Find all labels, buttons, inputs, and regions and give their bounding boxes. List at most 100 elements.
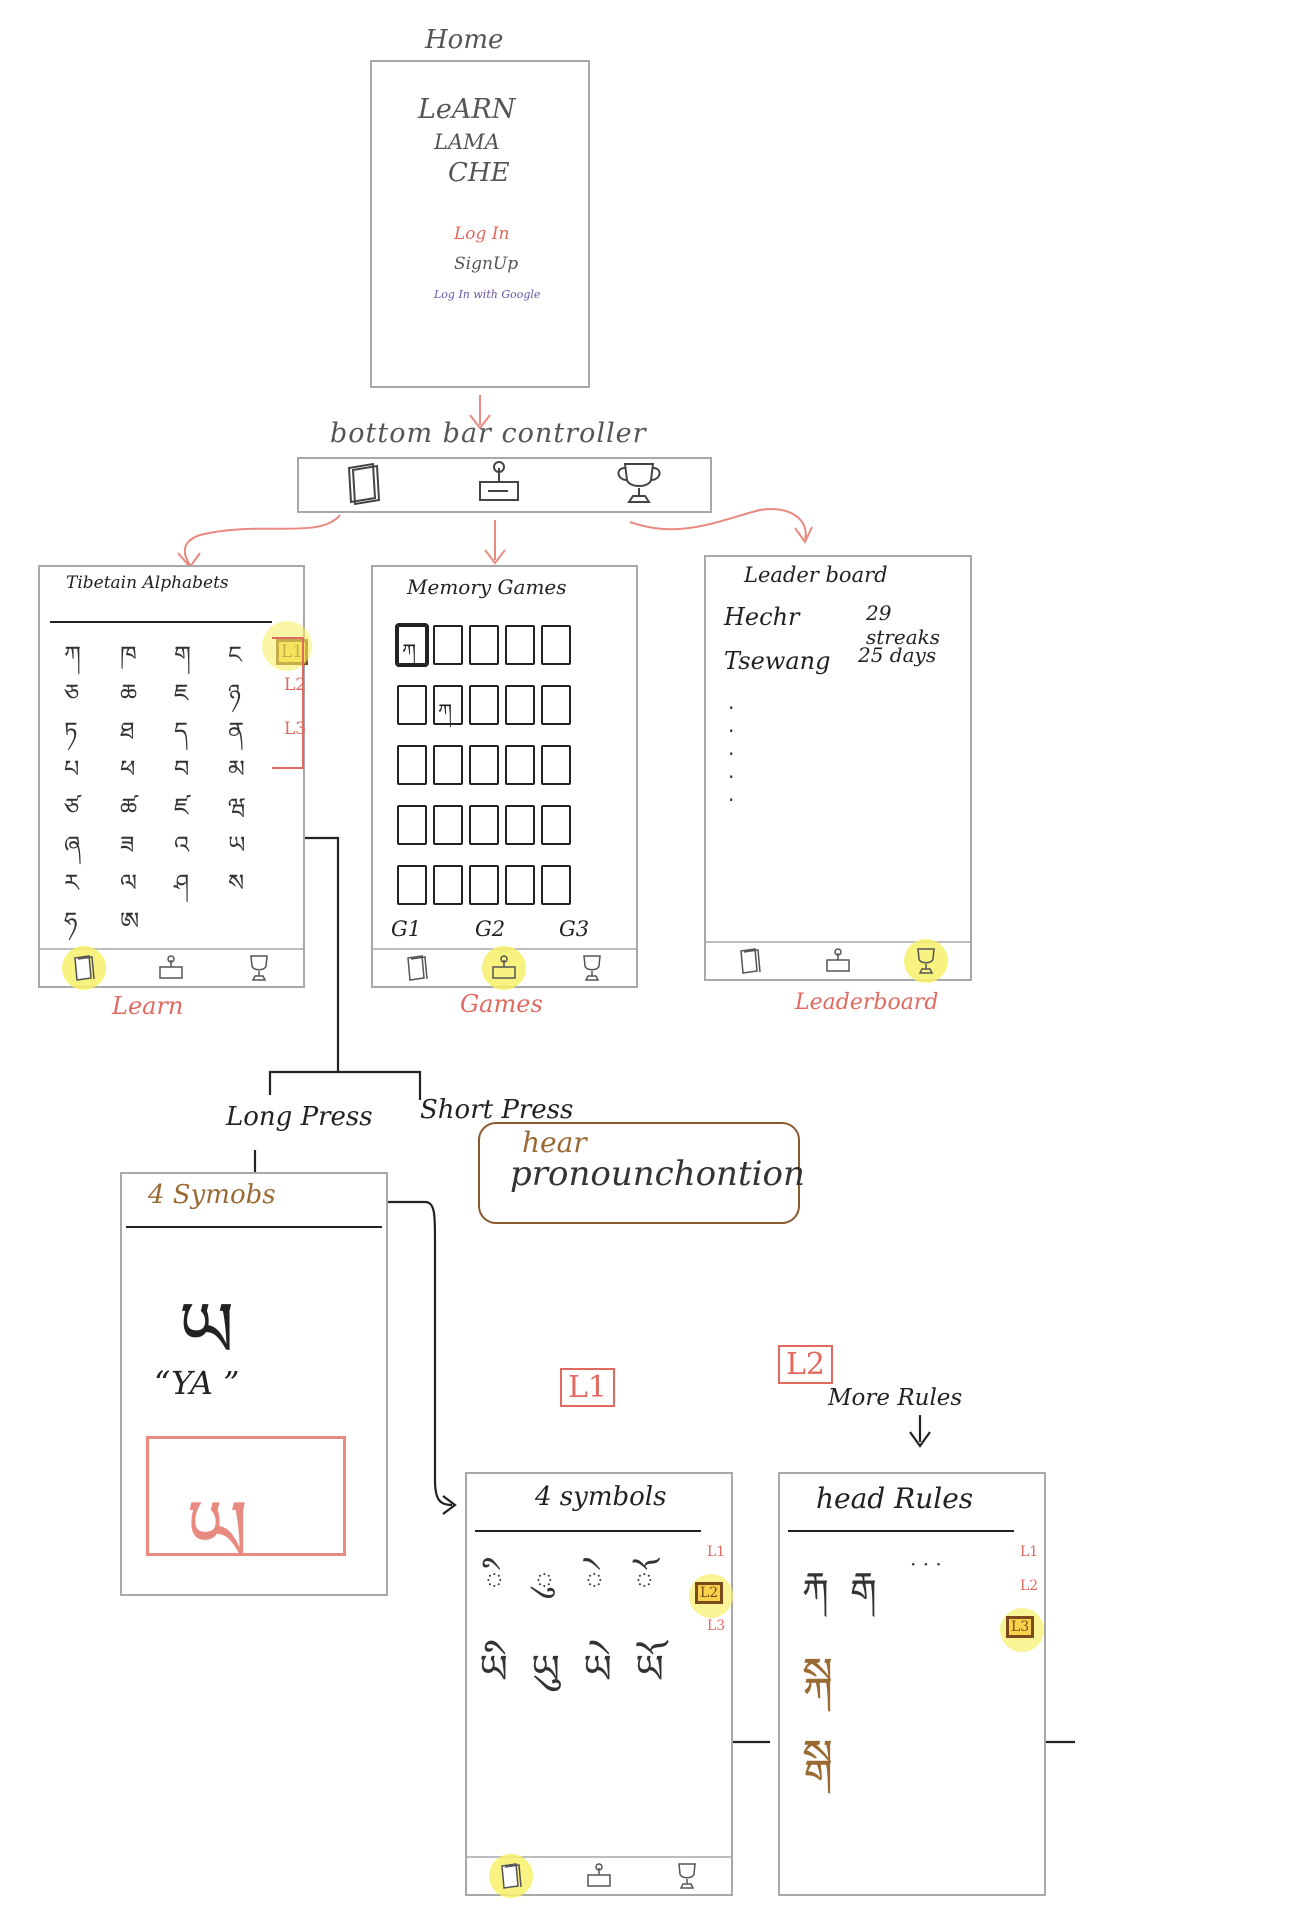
memory-card[interactable]: [505, 685, 535, 725]
alphabet-letter[interactable]: ན: [228, 717, 245, 745]
vowel-example[interactable]: ཡོ: [635, 1647, 664, 1693]
tab-learn[interactable]: [489, 1854, 533, 1898]
l2-rule-1[interactable]: རྐ: [802, 1564, 829, 1608]
joystick-icon[interactable]: [474, 460, 524, 510]
memory-card[interactable]: [541, 625, 571, 665]
alphabet-letter[interactable]: ཟ: [120, 831, 135, 859]
group-g2[interactable]: G2: [475, 917, 506, 941]
memory-card[interactable]: [397, 865, 427, 905]
logo-line-1: LeARN: [418, 94, 516, 125]
vowel-example[interactable]: ཡེ: [583, 1647, 612, 1693]
memory-card[interactable]: [469, 805, 499, 845]
alphabet-letter[interactable]: ཤ: [174, 869, 190, 897]
alphabet-letter[interactable]: ཉ: [228, 679, 241, 707]
l2-level-l3[interactable]: L3: [1006, 1616, 1035, 1638]
memory-card[interactable]: [469, 745, 499, 785]
memory-card[interactable]: [541, 745, 571, 785]
google-login-button[interactable]: Log In with Google: [434, 288, 541, 301]
memory-card[interactable]: ཀ: [433, 685, 463, 725]
vowel-mark[interactable]: ེ: [585, 1563, 604, 1603]
vowel-mark[interactable]: ུ: [535, 1563, 554, 1603]
alphabet-letter[interactable]: ཛ: [174, 793, 189, 821]
alphabet-letter[interactable]: ཙ: [64, 793, 80, 821]
alphabet-letter[interactable]: ཏ: [64, 717, 78, 745]
l2-level-l2[interactable]: L2: [1020, 1578, 1039, 1594]
tab-leaderboard[interactable]: [904, 939, 948, 983]
tab-games[interactable]: [150, 950, 192, 986]
l2-level-l1[interactable]: L1: [1020, 1544, 1039, 1560]
tab-games[interactable]: [578, 1858, 620, 1894]
l2-stack-1[interactable]: སྐ: [802, 1647, 834, 1701]
tab-leaderboard[interactable]: [238, 950, 280, 986]
alphabet-letter[interactable]: ཚ: [120, 793, 138, 821]
memory-card[interactable]: [433, 745, 463, 785]
tab-games[interactable]: [817, 943, 859, 979]
vowel-mark[interactable]: ི: [485, 1563, 504, 1603]
memory-card[interactable]: [433, 625, 463, 665]
tab-games[interactable]: [482, 946, 527, 990]
trace-box[interactable]: ཡ: [146, 1436, 346, 1583]
tab-learn[interactable]: [396, 950, 438, 986]
memory-card[interactable]: [505, 865, 535, 905]
memory-card[interactable]: [541, 865, 571, 905]
alphabet-letter[interactable]: ཧ: [64, 907, 78, 935]
group-g1[interactable]: G1: [391, 917, 422, 941]
book-icon[interactable]: [343, 460, 387, 510]
alphabet-letter[interactable]: ལ: [120, 869, 137, 897]
memory-card[interactable]: [469, 685, 499, 725]
group-g3[interactable]: G3: [559, 917, 590, 941]
l2-rule-2[interactable]: རྒ: [850, 1564, 877, 1608]
vowel-mark[interactable]: ོ: [635, 1563, 654, 1603]
alphabet-letter[interactable]: ཕ: [120, 755, 136, 783]
l1-level-l1[interactable]: L1: [707, 1544, 726, 1560]
alphabet-letter[interactable]: ར: [64, 869, 79, 897]
alphabet-letter[interactable]: ཡ: [228, 831, 246, 859]
level-tab-l2[interactable]: L2: [284, 675, 307, 695]
tab-leaderboard[interactable]: [571, 950, 613, 986]
memory-card[interactable]: [433, 805, 463, 845]
alphabet-letter[interactable]: ང: [228, 641, 242, 669]
memory-card[interactable]: [505, 625, 535, 665]
memory-card[interactable]: [397, 805, 427, 845]
memory-card[interactable]: [505, 805, 535, 845]
trophy-icon[interactable]: [611, 460, 667, 510]
alphabet-letter[interactable]: ཁ: [120, 641, 137, 669]
alphabet-letter[interactable]: ཆ: [120, 679, 138, 707]
alphabet-letter[interactable]: ཅ: [64, 679, 80, 707]
memory-card[interactable]: [505, 745, 535, 785]
vowel-example[interactable]: ཡུ: [531, 1647, 560, 1693]
alphabet-letter[interactable]: འ: [174, 831, 190, 859]
alphabet-letter[interactable]: པ: [64, 755, 80, 783]
memory-card[interactable]: [397, 745, 427, 785]
memory-card[interactable]: ཀ: [395, 623, 429, 667]
l2-stack-2[interactable]: སྒ: [802, 1729, 834, 1783]
alphabet-letter[interactable]: ཨ: [120, 907, 140, 935]
alphabet-letter[interactable]: ག: [174, 641, 191, 669]
memory-card[interactable]: [433, 865, 463, 905]
alphabet-letter[interactable]: ད: [174, 717, 188, 745]
alphabet-letter[interactable]: ཐ: [120, 717, 135, 745]
level-tab-l3[interactable]: L3: [284, 719, 307, 739]
alphabet-letter[interactable]: མ: [228, 755, 245, 783]
l1-level-l3[interactable]: L3: [707, 1618, 726, 1634]
alphabet-letter[interactable]: ཝ: [228, 793, 246, 821]
alphabet-letter[interactable]: ཇ: [174, 679, 189, 707]
signup-button[interactable]: SignUp: [454, 254, 519, 274]
memory-card[interactable]: [397, 685, 427, 725]
games-tabbar: [373, 946, 636, 990]
l1-level-l2[interactable]: L2: [695, 1582, 724, 1604]
tab-learn[interactable]: [729, 943, 771, 979]
alphabet-letter[interactable]: ས: [228, 869, 245, 897]
memory-card[interactable]: [469, 865, 499, 905]
alphabet-letter[interactable]: ཞ: [64, 831, 81, 859]
memory-card[interactable]: [469, 625, 499, 665]
memory-card[interactable]: [541, 685, 571, 725]
login-button[interactable]: Log In: [454, 224, 510, 244]
tab-leaderboard[interactable]: [666, 1858, 708, 1894]
vowel-example[interactable]: ཡི: [479, 1647, 508, 1693]
alphabet-letter[interactable]: བ: [174, 755, 190, 783]
tab-learn[interactable]: [61, 946, 106, 990]
trace-letter: ཡ: [185, 1480, 249, 1583]
alphabet-letter[interactable]: ཀ: [64, 641, 81, 669]
memory-card[interactable]: [541, 805, 571, 845]
